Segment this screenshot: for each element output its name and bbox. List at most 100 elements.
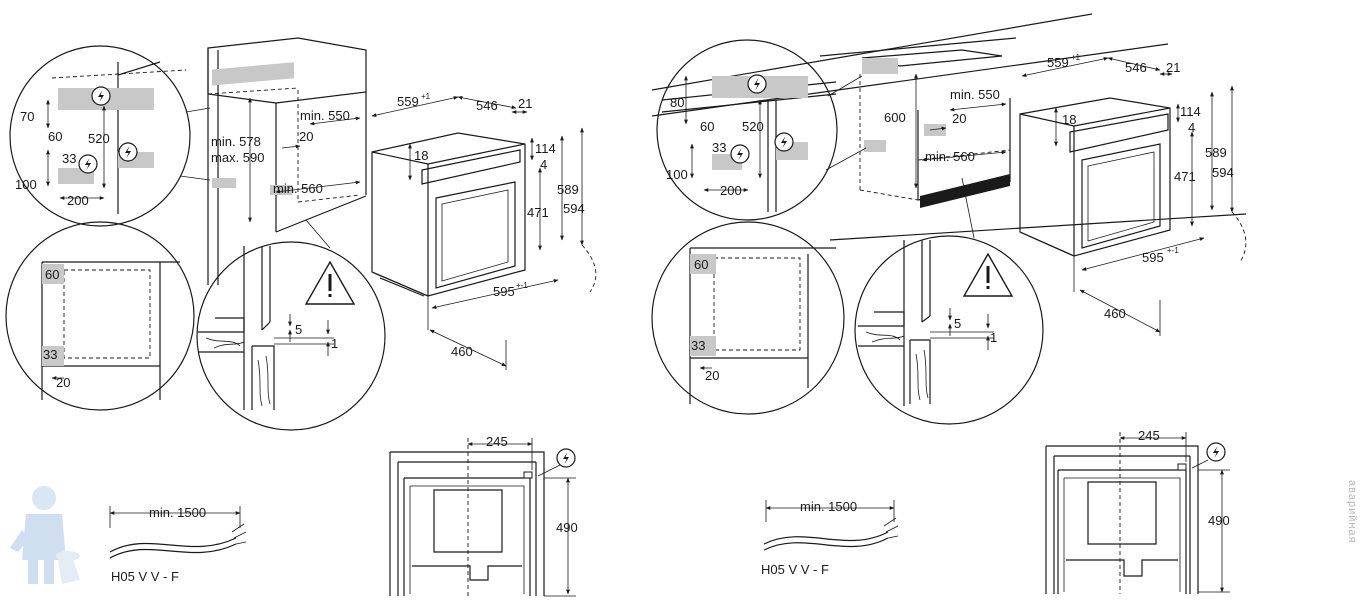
right-cabinet-socket	[864, 140, 886, 152]
right-dim-600: 600	[884, 110, 906, 125]
right-bottom-spacer	[690, 336, 716, 356]
right-dim-471: 471	[1174, 169, 1196, 184]
left-dim-559-sup: +1	[421, 92, 431, 101]
left-cabinet-socket-2	[212, 178, 236, 188]
right-top-dim-60: 60	[700, 119, 714, 134]
right-bottom-spacer-top	[690, 254, 716, 274]
left-dim-546: 546	[476, 98, 498, 113]
left-top-dim-100: 100	[15, 177, 37, 192]
power-connection-icon	[556, 448, 576, 468]
left-tall-cabinet	[207, 37, 367, 285]
right-dim-460: 460	[1104, 306, 1126, 321]
power-connection-icon	[747, 74, 767, 94]
left-top-dim-520: 520	[88, 131, 110, 146]
power-connection-icon	[1206, 442, 1226, 462]
left-dim-114: 114	[535, 141, 556, 156]
power-connection-icon	[730, 144, 750, 164]
right-installation: 600 min. 550 20 min. 560 559 +1 546 21 1…	[651, 13, 1247, 425]
left-circle-bottom	[5, 221, 195, 411]
left-rear-h490: 490	[556, 520, 578, 535]
right-cabinet-socket-2	[924, 124, 946, 136]
right-cable-length: min. 1500	[800, 499, 857, 514]
right-cable-type: H05 V V - F	[761, 562, 829, 577]
left-cable-type: H05 V V - F	[111, 569, 179, 584]
left-detail-dim-5: 5	[295, 322, 302, 337]
watermark-text: аварийная	[1346, 480, 1358, 544]
left-installation: min. 550 20 min. 578 max. 590 min. 560 5…	[5, 37, 597, 431]
left-dim-4: 4	[540, 157, 547, 172]
right-top-dim-200: 200	[720, 183, 742, 198]
left-cabinet-vent-strip	[212, 62, 294, 86]
right-dim-589: 589	[1205, 145, 1227, 160]
right-rear-view	[1045, 432, 1230, 594]
right-detail-dim-5: 5	[954, 316, 961, 331]
left-bottom-dim-20: 20	[56, 375, 70, 390]
left-detail-dim-1: 1	[331, 336, 338, 351]
right-dim-595-sup: +-1	[1167, 246, 1179, 255]
left-dim-460: 460	[451, 344, 473, 359]
left-dim-589: 589	[557, 182, 579, 197]
warning-triangle-icon	[962, 252, 1014, 297]
power-connection-icon	[91, 86, 111, 106]
left-cable	[109, 506, 247, 559]
left-circle-top	[9, 45, 211, 227]
right-circle-detail	[854, 177, 1044, 425]
right-bottom-dim-33: 33	[691, 338, 705, 353]
left-top-dim-200: 200	[67, 193, 89, 208]
power-connection-icon	[774, 132, 794, 152]
right-dim-20: 20	[952, 111, 966, 126]
plumber-mascot-icon	[10, 486, 80, 584]
right-dim-4: 4	[1188, 120, 1195, 135]
warning-triangle-icon	[304, 260, 356, 305]
right-bottom-dim-60: 60	[694, 257, 708, 272]
left-dim-471: 471	[527, 205, 549, 220]
left-top-dim-33: 33	[62, 151, 76, 166]
left-dim-559: 559	[397, 94, 419, 109]
left-bottom-spacer-top	[42, 264, 64, 284]
right-bottom-dim-20: 20	[705, 368, 719, 383]
left-dim-21: 21	[518, 96, 532, 111]
right-circle-top	[656, 39, 867, 221]
left-rear-w245: 245	[486, 434, 508, 449]
right-rear-h490: 490	[1208, 513, 1230, 528]
left-bottom-dim-60: 60	[45, 267, 59, 282]
right-top-dim-100: 100	[666, 167, 688, 182]
left-bottom-spacer	[42, 346, 64, 366]
right-top-dim-520: 520	[742, 119, 764, 134]
power-connection-icon	[78, 154, 98, 174]
left-cable-length: min. 1500	[149, 505, 206, 520]
left-dim-20: 20	[299, 129, 313, 144]
left-dim-595: 595	[493, 284, 515, 299]
left-oven	[371, 132, 526, 297]
right-detail-dim-1: 1	[990, 330, 997, 345]
right-hob-grey	[862, 58, 898, 74]
right-rear-w245: 245	[1138, 428, 1160, 443]
right-oven	[1019, 97, 1171, 257]
right-dim-594: 594	[1212, 165, 1234, 180]
left-dim-min560: min. 560	[273, 181, 323, 196]
right-dim-min560: min. 560	[925, 149, 975, 164]
left-top-dim-70: 70	[20, 109, 34, 124]
right-dim-min550: min. 550	[950, 87, 1000, 102]
left-dim-595-sup: +-1	[516, 281, 528, 290]
left-rear-view	[389, 438, 576, 597]
right-cable	[763, 500, 899, 551]
right-top-dim-80: 80	[670, 95, 684, 110]
right-top-dim-33: 33	[712, 140, 726, 155]
left-dim-min550: min. 550	[300, 108, 350, 123]
left-dim-594: 594	[563, 201, 585, 216]
right-circle-bottom	[651, 221, 845, 415]
right-dim-114: 114	[1180, 104, 1201, 119]
left-dim-max590: max. 590	[211, 150, 264, 165]
left-dim-18: 18	[414, 148, 428, 163]
left-circle-detail	[196, 219, 386, 431]
right-dim-21: 21	[1166, 60, 1180, 75]
power-connection-icon	[118, 142, 138, 162]
right-dim-18: 18	[1062, 112, 1076, 127]
left-bottom-dim-33: 33	[43, 347, 57, 362]
left-top-dim-60: 60	[48, 129, 62, 144]
right-dim-546: 546	[1125, 60, 1147, 75]
left-dim-min578: min. 578	[211, 134, 261, 149]
